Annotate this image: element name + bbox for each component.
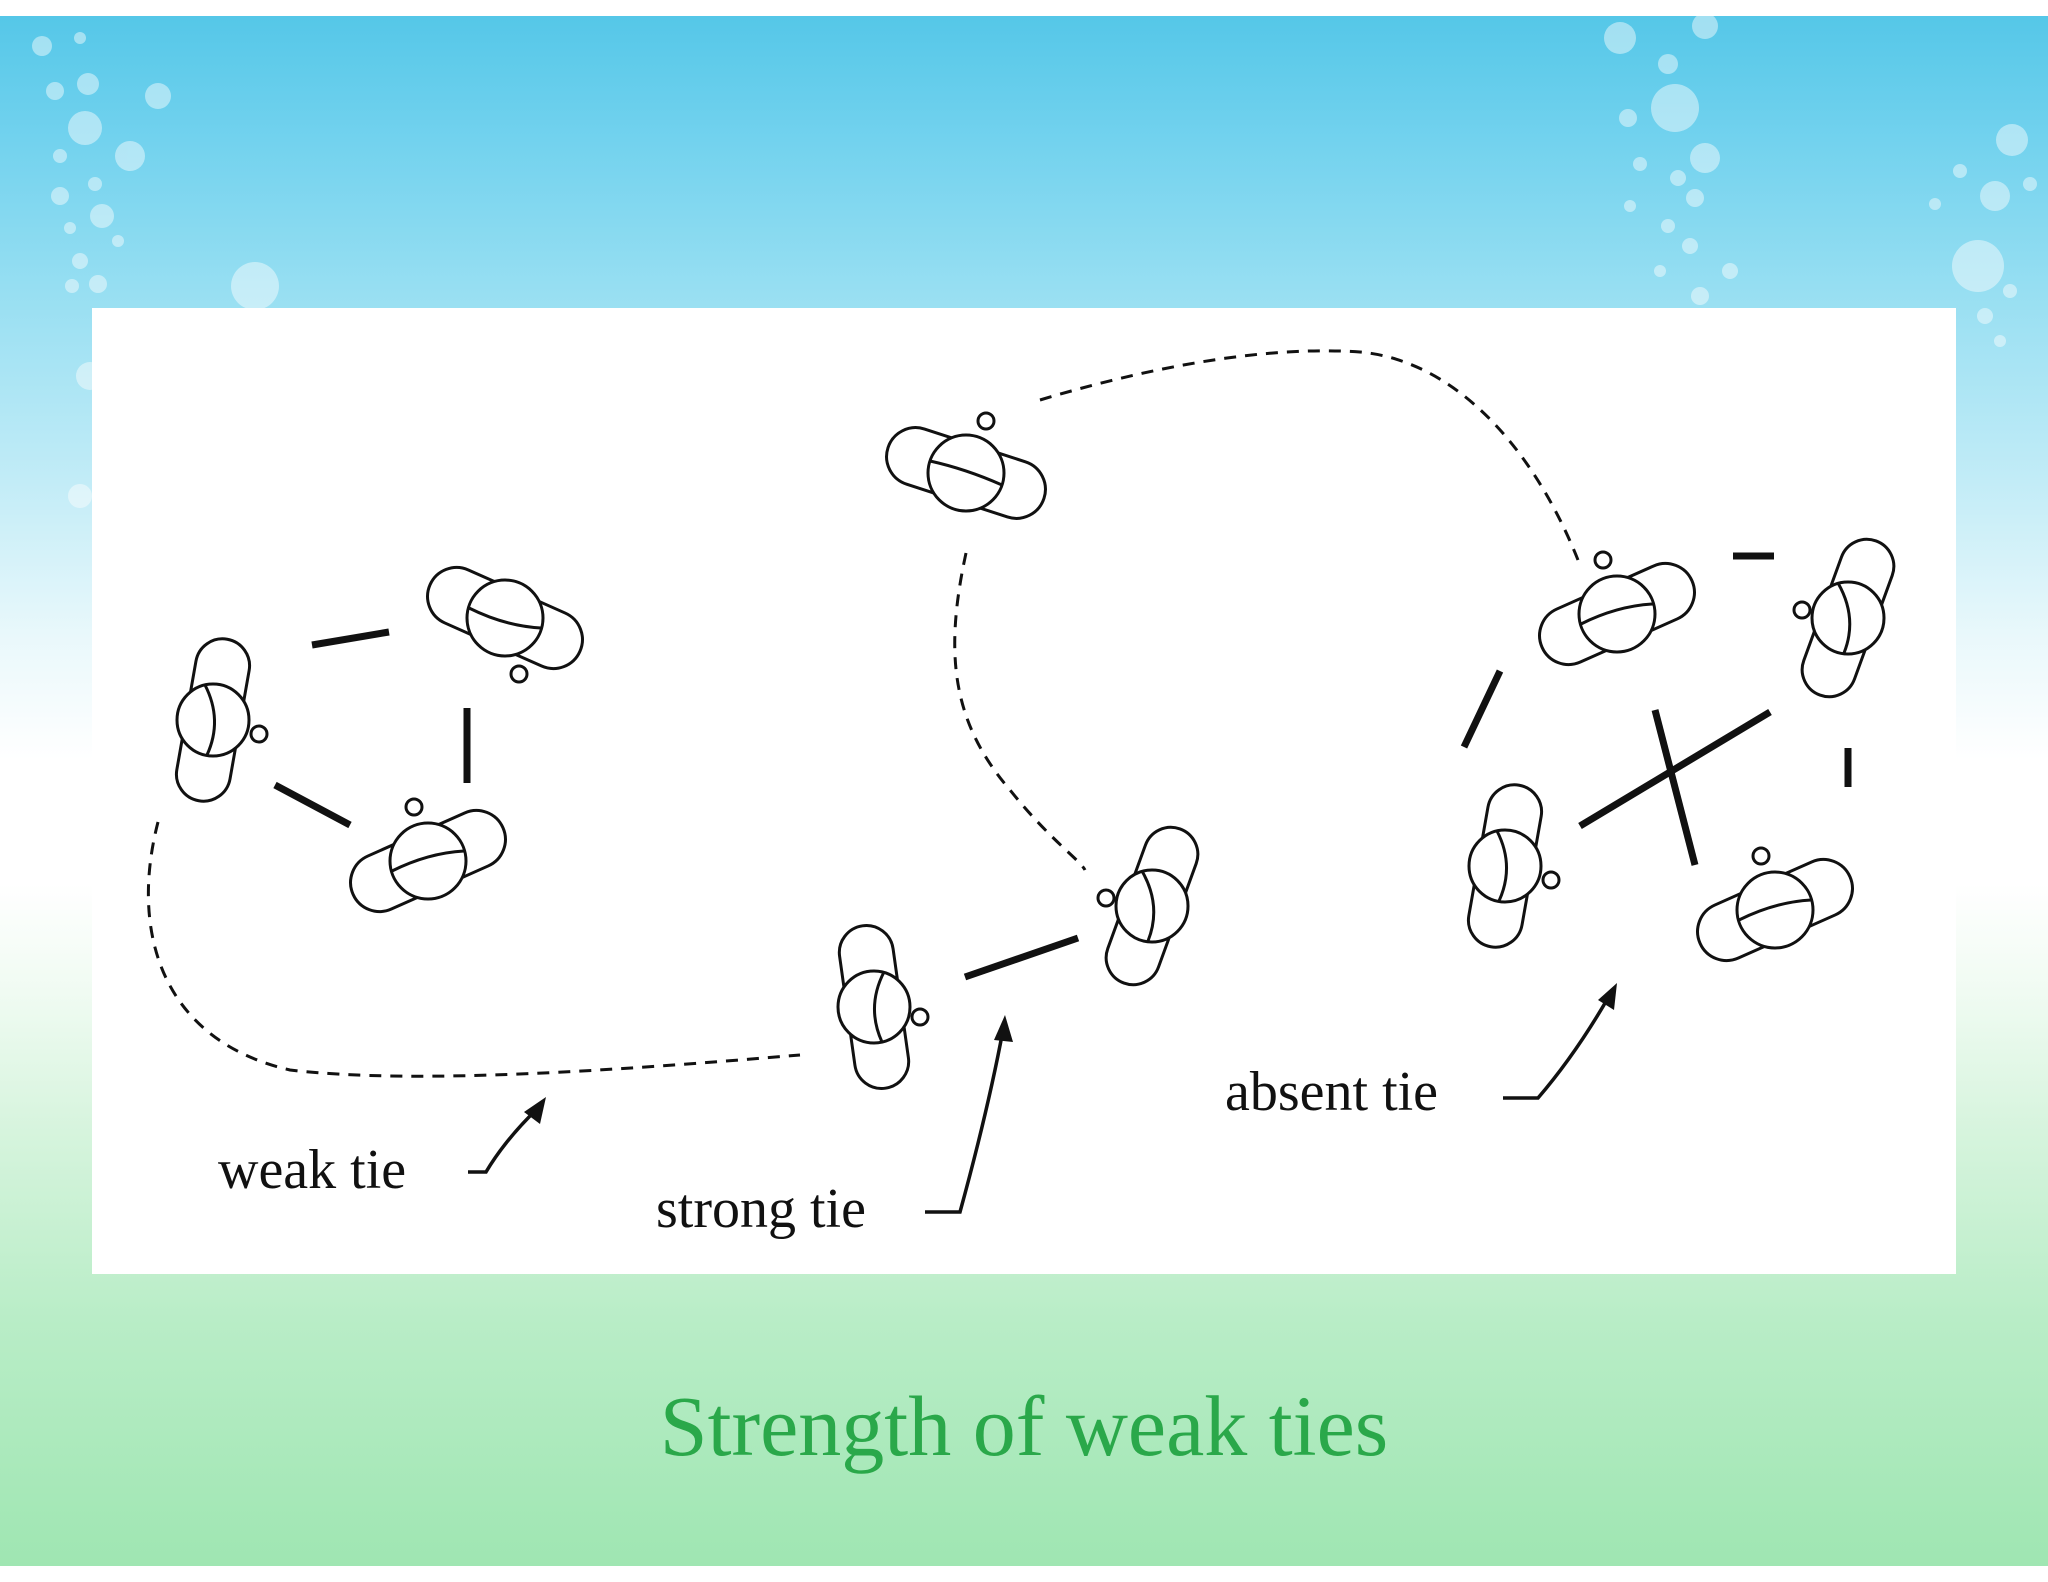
person-icon xyxy=(1096,818,1207,994)
absent-tie-label: absent tie xyxy=(1225,1061,1438,1123)
arrowhead-icon xyxy=(524,1097,546,1124)
person-icon xyxy=(1462,779,1561,953)
person-icon xyxy=(339,797,517,923)
person-icon xyxy=(1686,846,1864,972)
strong-tie-arrow xyxy=(925,1029,1005,1214)
absent-tie-arrow xyxy=(1503,997,1610,1100)
bubble-decoration xyxy=(32,16,2037,508)
person-icon xyxy=(1528,550,1706,676)
person-icon xyxy=(834,920,930,1094)
absent-tie-cross xyxy=(1651,709,1699,866)
slide-background: weak tie strong tie absent tie Strength … xyxy=(0,16,2048,1566)
weak-tie-left-to-middle xyxy=(146,821,801,1078)
person-icon xyxy=(877,411,1055,528)
absent-tie-line xyxy=(1578,708,1772,830)
social-network-diagram: weak tie strong tie absent tie xyxy=(92,308,1956,1274)
slide-title: Strength of weak ties xyxy=(659,1378,1389,1474)
person-icon xyxy=(416,556,594,684)
strong-tie-label: strong tie xyxy=(656,1178,866,1240)
strong-tie xyxy=(273,781,352,829)
strong-tie xyxy=(311,628,390,649)
strong-tie xyxy=(963,934,1080,981)
person-icon xyxy=(170,633,269,807)
strong-tie xyxy=(1460,669,1504,749)
weak-tie-top-to-middle xyxy=(953,552,1087,871)
arrowhead-icon xyxy=(994,1015,1013,1042)
arrowhead-icon xyxy=(1598,983,1617,1010)
weak-tie-arrow xyxy=(468,1106,540,1174)
person-icon xyxy=(1792,530,1903,706)
weak-tie-label: weak tie xyxy=(218,1139,406,1201)
weak-tie-top-to-right xyxy=(1039,349,1580,561)
